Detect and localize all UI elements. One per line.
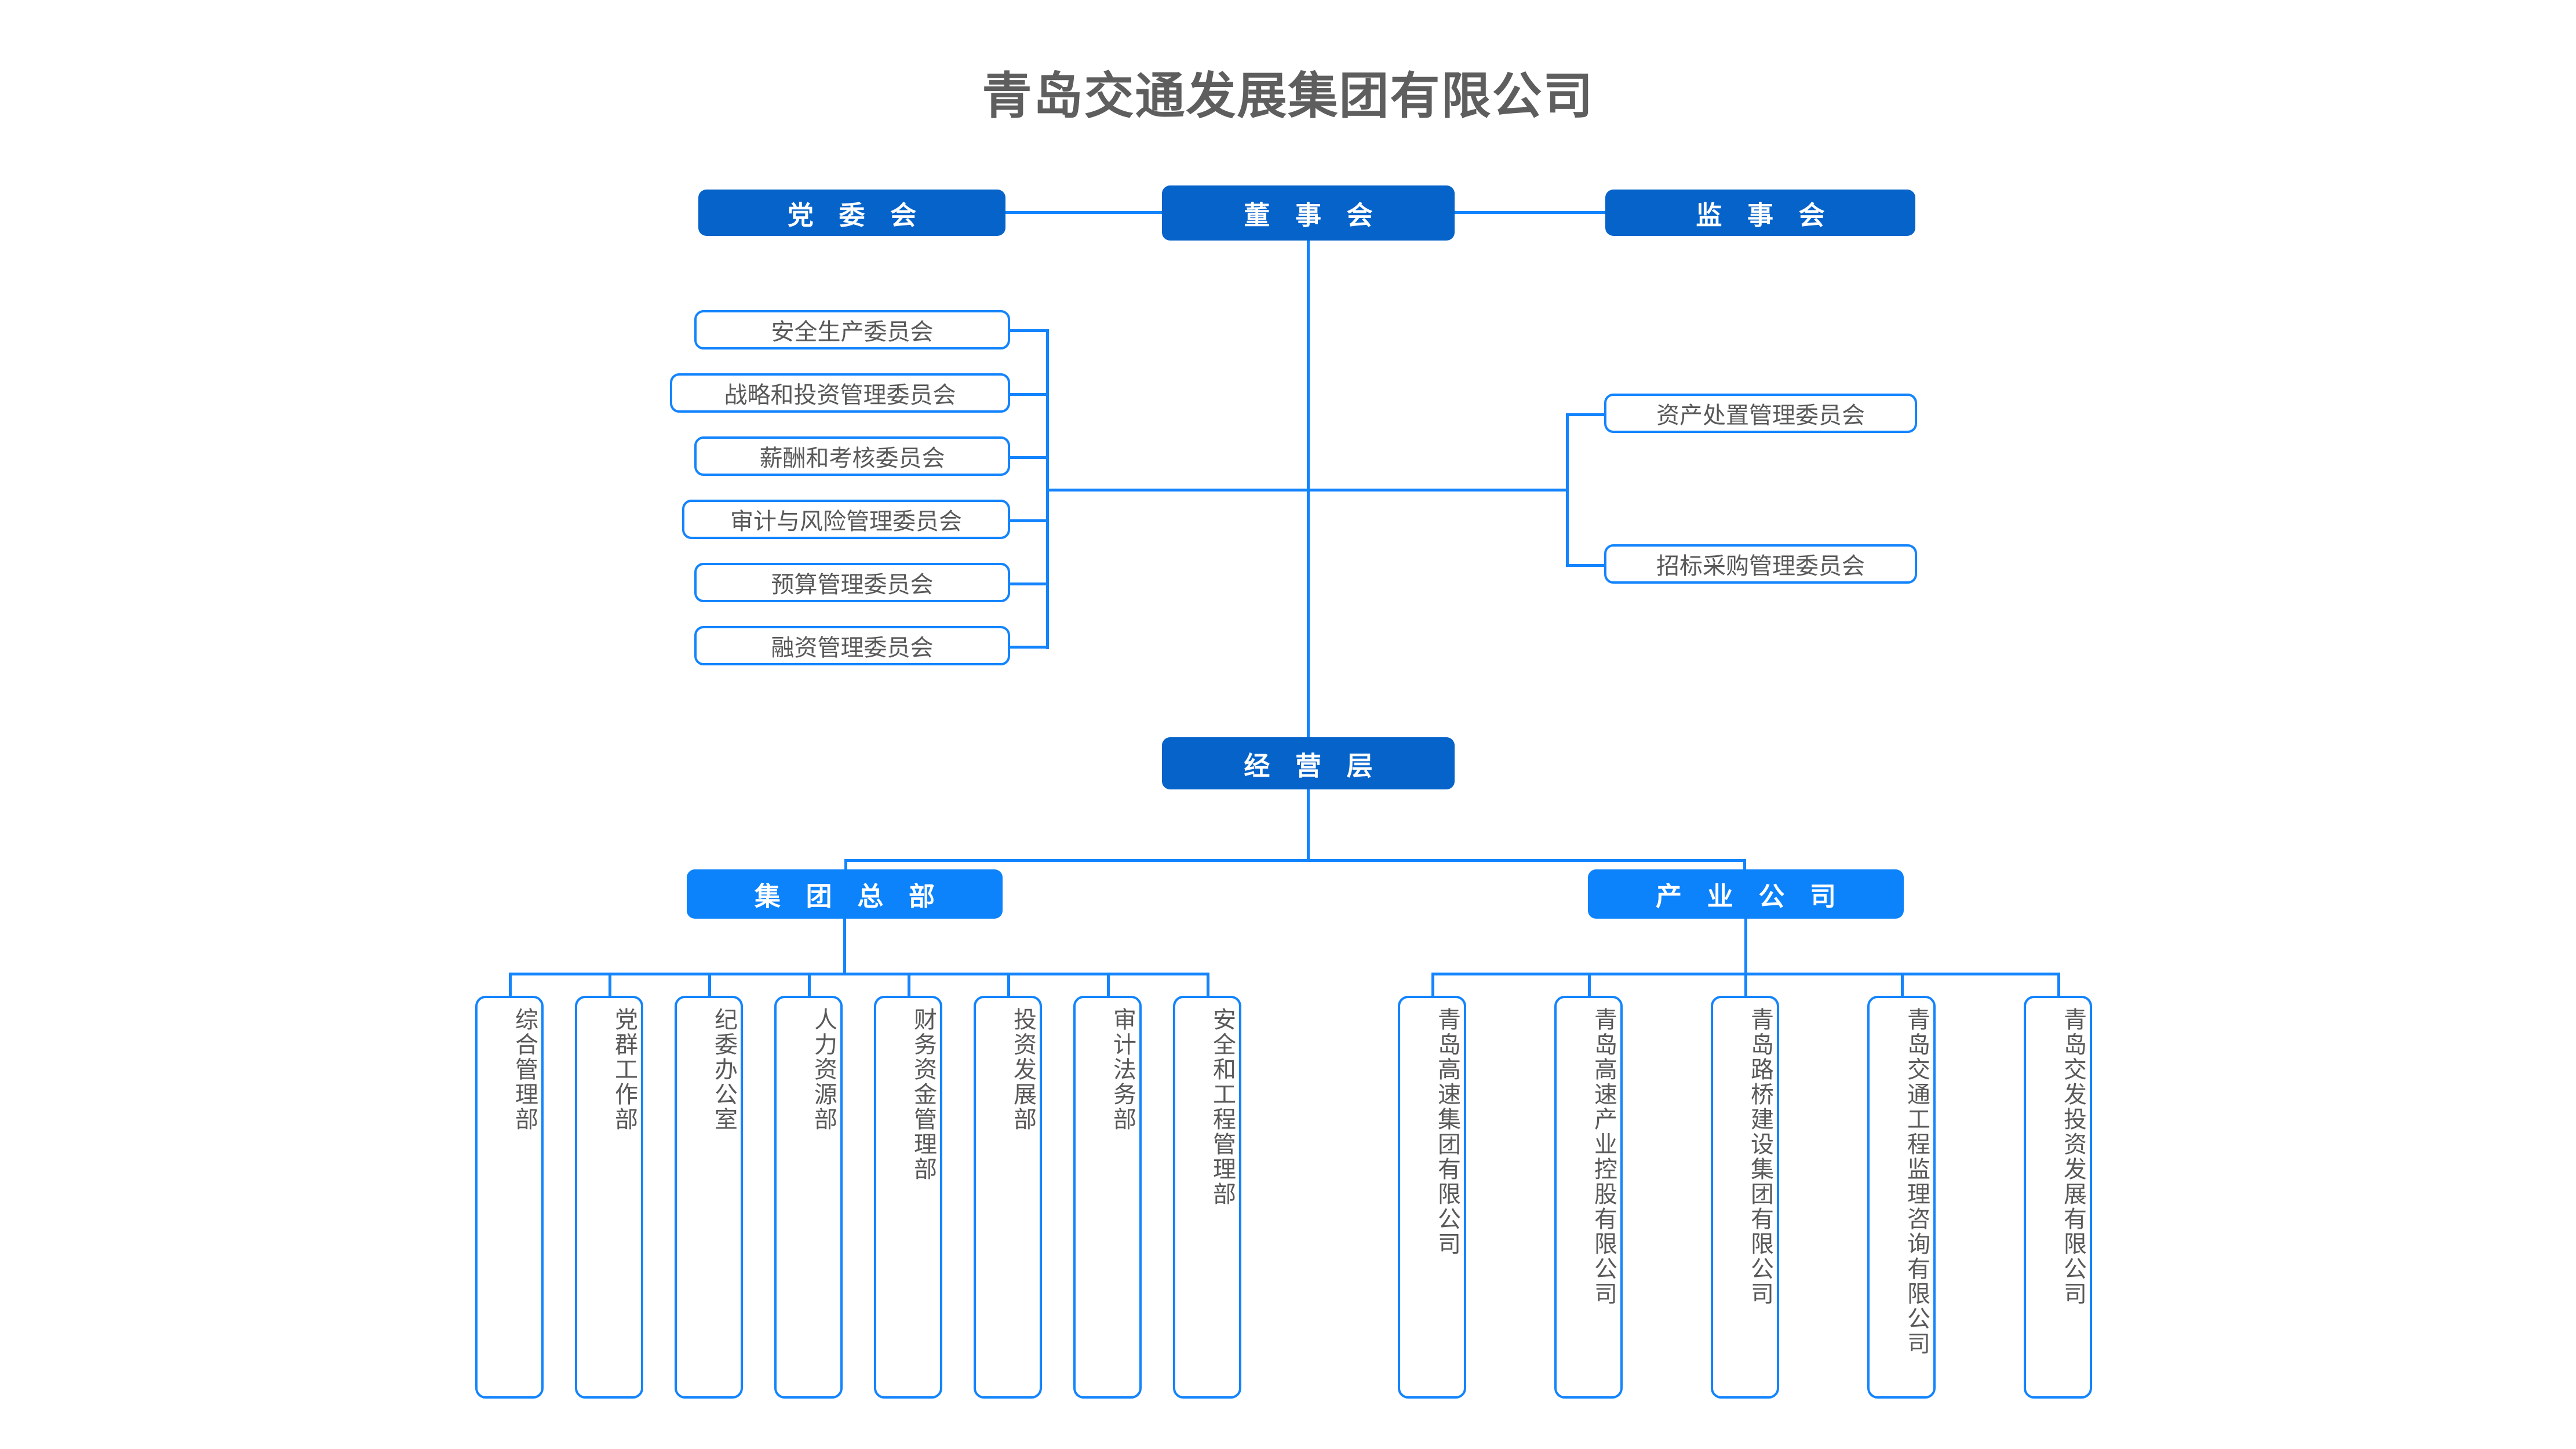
node-label: 党群工作部 xyxy=(611,1007,637,1132)
node-committee-financing-management[interactable]: 融资管理委员会 xyxy=(694,626,1010,665)
node-label: 人力资源部 xyxy=(810,1007,837,1132)
node-committee-strategy-investment[interactable]: 战略和投资管理委员会 xyxy=(670,373,1010,413)
node-party-committee[interactable]: 党 委 会 xyxy=(698,190,1005,236)
node-label: 安全和工程管理部 xyxy=(1209,1007,1236,1207)
node-label: 青岛高速集团有限公司 xyxy=(1434,1007,1460,1257)
connector-stub-right-1 xyxy=(1566,413,1606,416)
connector-sub-drop-2 xyxy=(1588,973,1591,1007)
node-supervisory-board[interactable]: 监 事 会 xyxy=(1605,190,1915,236)
node-department-general-management[interactable]: 综合管理部 xyxy=(475,996,544,1399)
page-title: 青岛交通发展集团有限公司 xyxy=(982,67,1594,125)
connector-dept-drop-4 xyxy=(808,973,811,1007)
connector-dept-drop-2 xyxy=(609,973,611,1007)
node-department-investment-development[interactable]: 投资发展部 xyxy=(974,996,1042,1399)
node-committee-compensation-appraisal[interactable]: 薪酬和考核委员会 xyxy=(694,436,1010,476)
node-committee-budget-management[interactable]: 预算管理委员会 xyxy=(694,563,1010,602)
connector-industry-trunk xyxy=(1744,919,1747,974)
node-committee-audit-risk[interactable]: 审计与风险管理委员会 xyxy=(682,500,1010,539)
node-group-headquarters[interactable]: 集 团 总 部 xyxy=(687,869,1003,919)
node-label: 投资发展部 xyxy=(1010,1007,1036,1132)
node-department-party-affairs[interactable]: 党群工作部 xyxy=(575,996,643,1399)
connector-bus-left xyxy=(1048,489,1309,492)
connector-drop-group-hq xyxy=(844,859,847,872)
connector-right-committee-spine xyxy=(1566,414,1569,565)
connector-sub-drop-1 xyxy=(1431,973,1434,1007)
connector-party-to-board xyxy=(1005,211,1162,214)
node-board-of-directors[interactable]: 董 事 会 xyxy=(1162,185,1455,241)
node-department-safety-engineering[interactable]: 安全和工程管理部 xyxy=(1173,996,1241,1399)
connector-dept-drop-8 xyxy=(1207,973,1209,1007)
node-subsidiary-jiaofa-investment[interactable]: 青岛交发投资发展有限公司 xyxy=(2024,996,2092,1399)
node-committee-safety-production[interactable]: 安全生产委员会 xyxy=(694,310,1010,349)
connector-stub-right-2 xyxy=(1566,564,1606,567)
connector-drop-industry xyxy=(1743,859,1746,872)
connector-sub-drop-3 xyxy=(1744,973,1747,1007)
node-department-discipline-office[interactable]: 纪委办公室 xyxy=(675,996,743,1399)
connector-hq-trunk xyxy=(843,919,846,974)
connector-management-trunk xyxy=(1307,789,1310,860)
connector-dept-drop-1 xyxy=(509,973,512,1007)
node-department-human-resources[interactable]: 人力资源部 xyxy=(774,996,843,1399)
node-label: 青岛交通工程监理咨询有限公司 xyxy=(1903,1007,1930,1356)
connector-management-split-bus xyxy=(844,859,1746,862)
node-label: 青岛高速产业控股有限公司 xyxy=(1590,1007,1617,1306)
connector-stub-left-2 xyxy=(1008,393,1049,396)
node-department-audit-legal[interactable]: 审计法务部 xyxy=(1073,996,1142,1399)
connector-dept-drop-7 xyxy=(1107,973,1110,1007)
connector-stub-left-4 xyxy=(1008,519,1049,522)
connector-board-to-supervisory xyxy=(1455,211,1605,214)
connector-bus-right xyxy=(1307,489,1568,492)
connector-left-committee-spine xyxy=(1046,330,1049,649)
node-label: 青岛路桥建设集团有限公司 xyxy=(1747,1007,1773,1306)
node-management-level[interactable]: 经 营 层 xyxy=(1162,737,1455,789)
connector-stub-left-3 xyxy=(1008,456,1049,459)
node-committee-bidding-procurement[interactable]: 招标采购管理委员会 xyxy=(1604,544,1917,584)
node-subsidiary-expressway-group[interactable]: 青岛高速集团有限公司 xyxy=(1398,996,1466,1399)
connector-dept-drop-5 xyxy=(908,973,910,1007)
node-subsidiary-road-bridge-construction[interactable]: 青岛路桥建设集团有限公司 xyxy=(1711,996,1779,1399)
connector-sub-drop-5 xyxy=(2057,973,2060,1007)
node-subsidiary-expressway-industrial-holding[interactable]: 青岛高速产业控股有限公司 xyxy=(1554,996,1623,1399)
node-industry-companies[interactable]: 产 业 公 司 xyxy=(1588,869,1904,919)
node-label: 财务资金管理部 xyxy=(910,1007,937,1182)
connector-stub-left-5 xyxy=(1008,582,1049,585)
connector-sub-drop-4 xyxy=(1901,973,1904,1007)
connector-dept-drop-6 xyxy=(1007,973,1010,1007)
node-label: 纪委办公室 xyxy=(711,1007,737,1132)
node-label: 综合管理部 xyxy=(511,1007,538,1132)
connector-dept-drop-3 xyxy=(708,973,711,1007)
connector-stub-left-6 xyxy=(1008,646,1049,649)
connector-hq-bus xyxy=(509,973,1209,975)
connector-board-trunk xyxy=(1307,241,1310,748)
node-committee-asset-disposal[interactable]: 资产处置管理委员会 xyxy=(1604,394,1917,433)
node-label: 审计法务部 xyxy=(1109,1007,1136,1132)
connector-stub-left-1 xyxy=(1008,329,1049,332)
node-label: 青岛交发投资发展有限公司 xyxy=(2060,1007,2086,1306)
node-department-finance-capital[interactable]: 财务资金管理部 xyxy=(874,996,942,1399)
node-subsidiary-engineering-supervision[interactable]: 青岛交通工程监理咨询有限公司 xyxy=(1867,996,1936,1399)
